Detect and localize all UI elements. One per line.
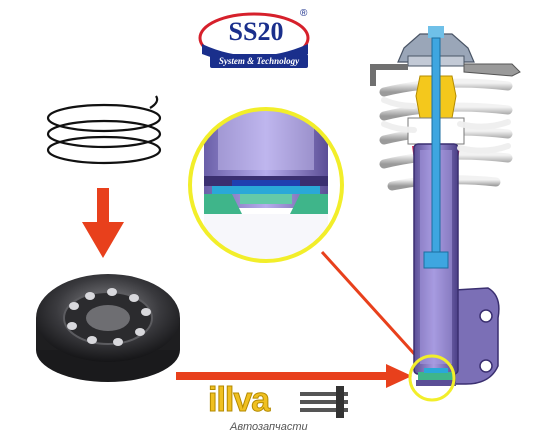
callout-leader-line [320,250,420,360]
watermark-stripes-icon [300,386,348,418]
ss20-logo: SS20 ® System & Technology [196,8,318,70]
logo-name: SS20 [228,17,284,46]
watermark-name: illva [207,381,270,419]
watermark-subtitle: Автозапчасти [230,421,308,433]
logo-registered-mark: ® [300,8,308,19]
illva-watermark: illva Автозапчасти [207,381,358,438]
coil-spring-icon [46,95,162,165]
right-arrow-icon [176,364,412,388]
strut-base-callout-ring [408,354,456,402]
logo-tagline: System & Technology [218,56,300,66]
down-arrow-icon [82,188,124,258]
callout-magnifier [188,107,344,263]
shock-absorber-cutaway-icon [370,26,521,386]
rubber-bump-stop-icon [36,274,180,382]
